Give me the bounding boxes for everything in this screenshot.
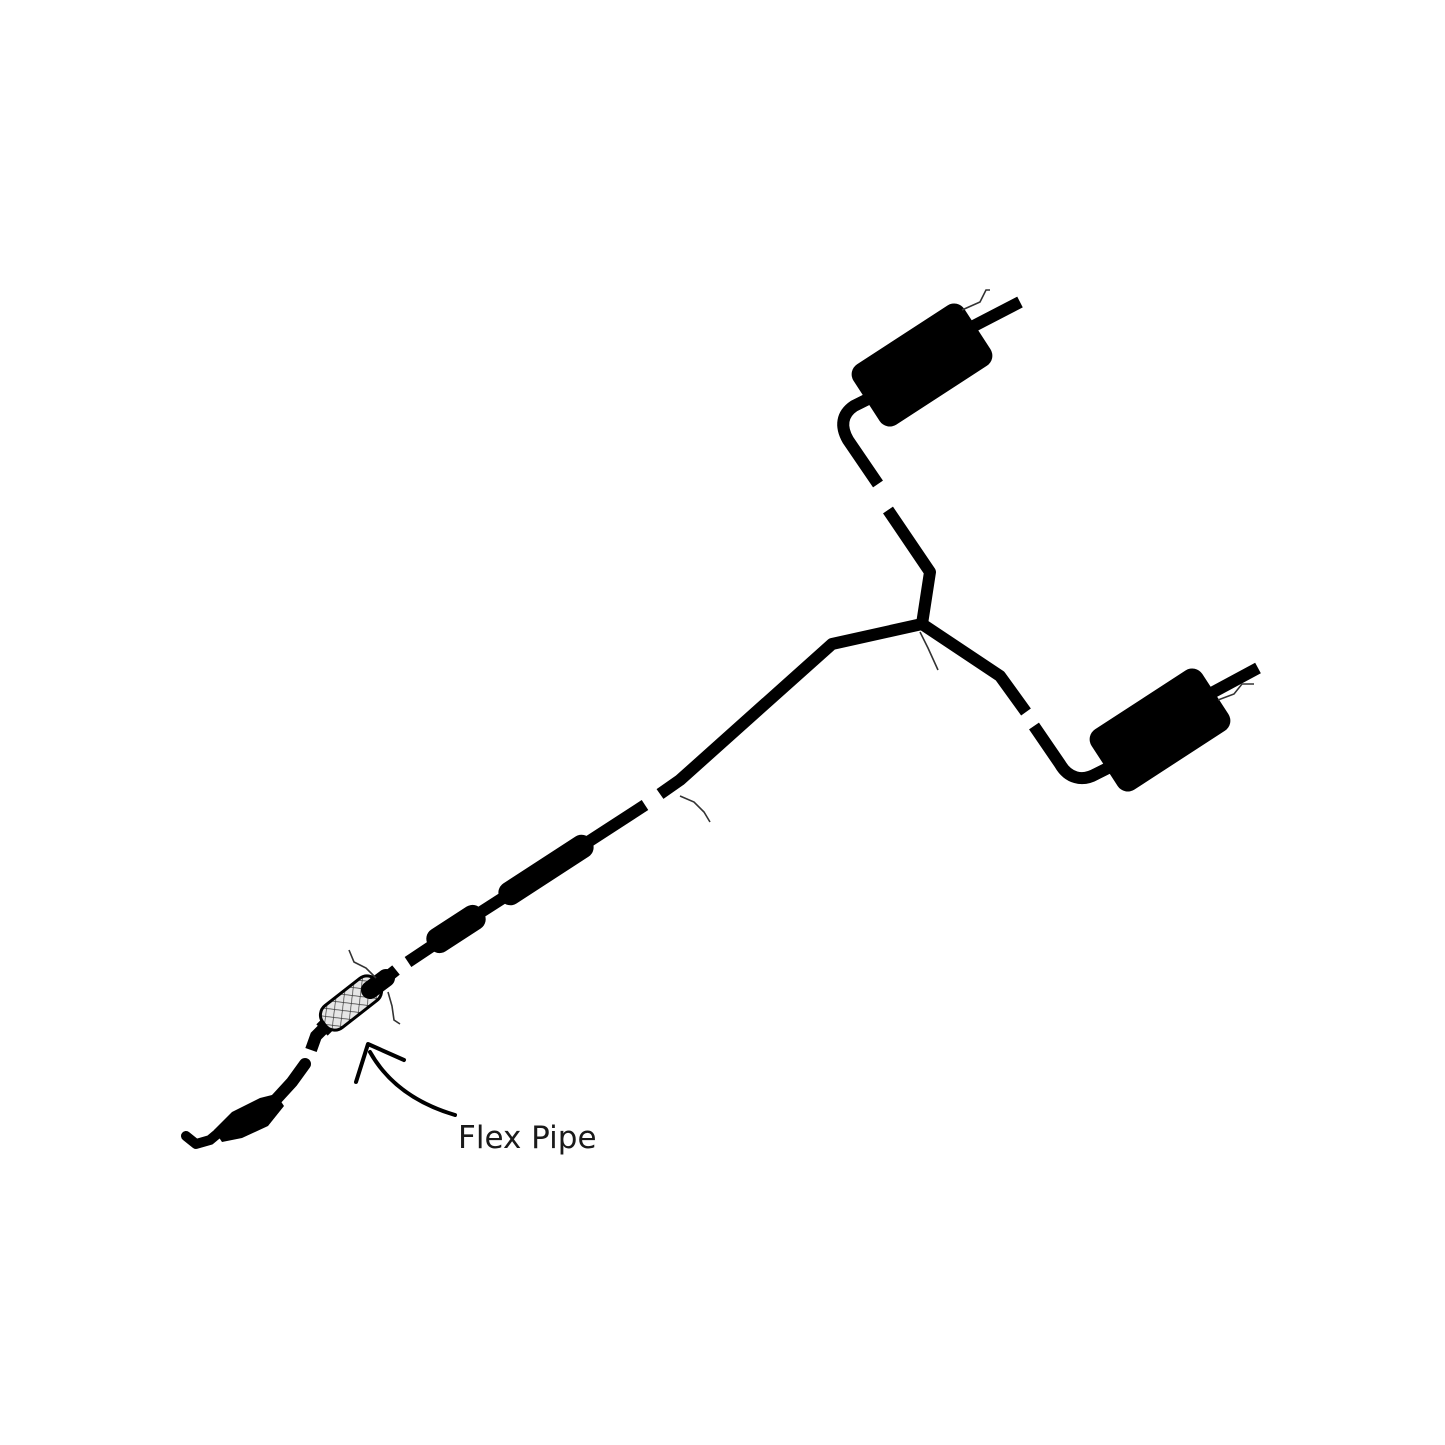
front-pipe-section: [181, 1023, 329, 1149]
intermediate-hanger: [679, 795, 711, 823]
pipe-joint-to-cat: [404, 941, 436, 967]
upper-branch-pipe-a: [883, 506, 936, 625]
lower-branch-pipe-a: [918, 619, 1031, 716]
pipe-resonator-to-joint: [584, 799, 649, 848]
upper-branch: [837, 289, 1023, 625]
pipe-flex-to-joint: [382, 965, 400, 983]
flex-pipe-hanger-upper: [348, 949, 377, 979]
resonator: [498, 834, 594, 906]
upper-muffler: [851, 303, 993, 427]
upper-tailpipe: [963, 296, 1023, 336]
upper-branch-pipe-b: [837, 392, 883, 488]
front-hook: [181, 1125, 227, 1149]
flex-pipe-callout: Flex Pipe: [354, 1042, 597, 1156]
mid-pipe-section: [382, 799, 649, 983]
flex-pipe-hanger-lower: [387, 991, 401, 1025]
catalytic-converter: [426, 904, 486, 954]
pipe-joint-to-y: [656, 618, 924, 799]
callout-arrow-shaft: [368, 1050, 457, 1117]
front-pipe-to-joint: [264, 1058, 311, 1112]
front-pipe-after-joint: [305, 1023, 329, 1053]
lower-branch-pipe-b: [1029, 722, 1111, 785]
flex-pipe-collar-rear: [361, 969, 395, 999]
y-pipe-hanger: [919, 631, 939, 671]
curved-arrow-icon: [354, 1042, 406, 1084]
lower-branch: [918, 619, 1261, 792]
lower-muffler: [1089, 668, 1231, 792]
lower-tailpipe: [1203, 662, 1261, 702]
flex-pipe-label: Flex Pipe: [458, 1120, 597, 1156]
flex-pipe: [316, 949, 401, 1036]
lower-tailpipe-hanger: [1217, 683, 1254, 701]
upper-tailpipe-hanger: [961, 289, 990, 311]
intermediate-pipe-section: [656, 618, 939, 823]
